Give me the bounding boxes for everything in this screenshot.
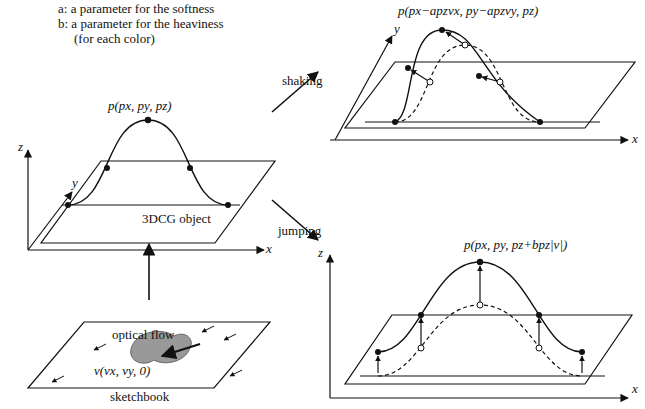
figure-label: b: a parameter for the heaviness [58,17,224,31]
figure-label: x [266,242,272,256]
plane-outline [40,160,276,244]
flow-arrow [148,244,150,300]
figure-label: p(px−apzvx, py−apzvy, pz) [398,4,538,18]
plane-label: 3DCG object [140,212,213,226]
figure-label: x [632,382,638,396]
figure-label: y [394,22,400,36]
plane-label: optical flow [112,328,174,342]
plane-label: v(vx, vy, 0) [94,364,150,378]
figure-label: z [318,246,323,260]
figure-label: z [18,140,23,154]
plane-shape: optical flow v(vx, vy, 0) sketchbook [24,300,274,407]
figure-label: p(px, py, pz) [108,99,172,113]
figure-label: jumping [278,224,321,238]
figure-label: y [72,176,78,190]
figure-label: shaking [282,74,322,88]
figure-label: (for each color) [74,32,155,46]
figure-label: p(px, py, pz+bpz|v|) [464,238,567,252]
plane-shape: 3DCG object [40,160,276,244]
figure-label: a: a parameter for the softness [58,2,214,16]
plane-label: sketchbook [108,390,171,404]
figure-label: x [632,132,638,146]
